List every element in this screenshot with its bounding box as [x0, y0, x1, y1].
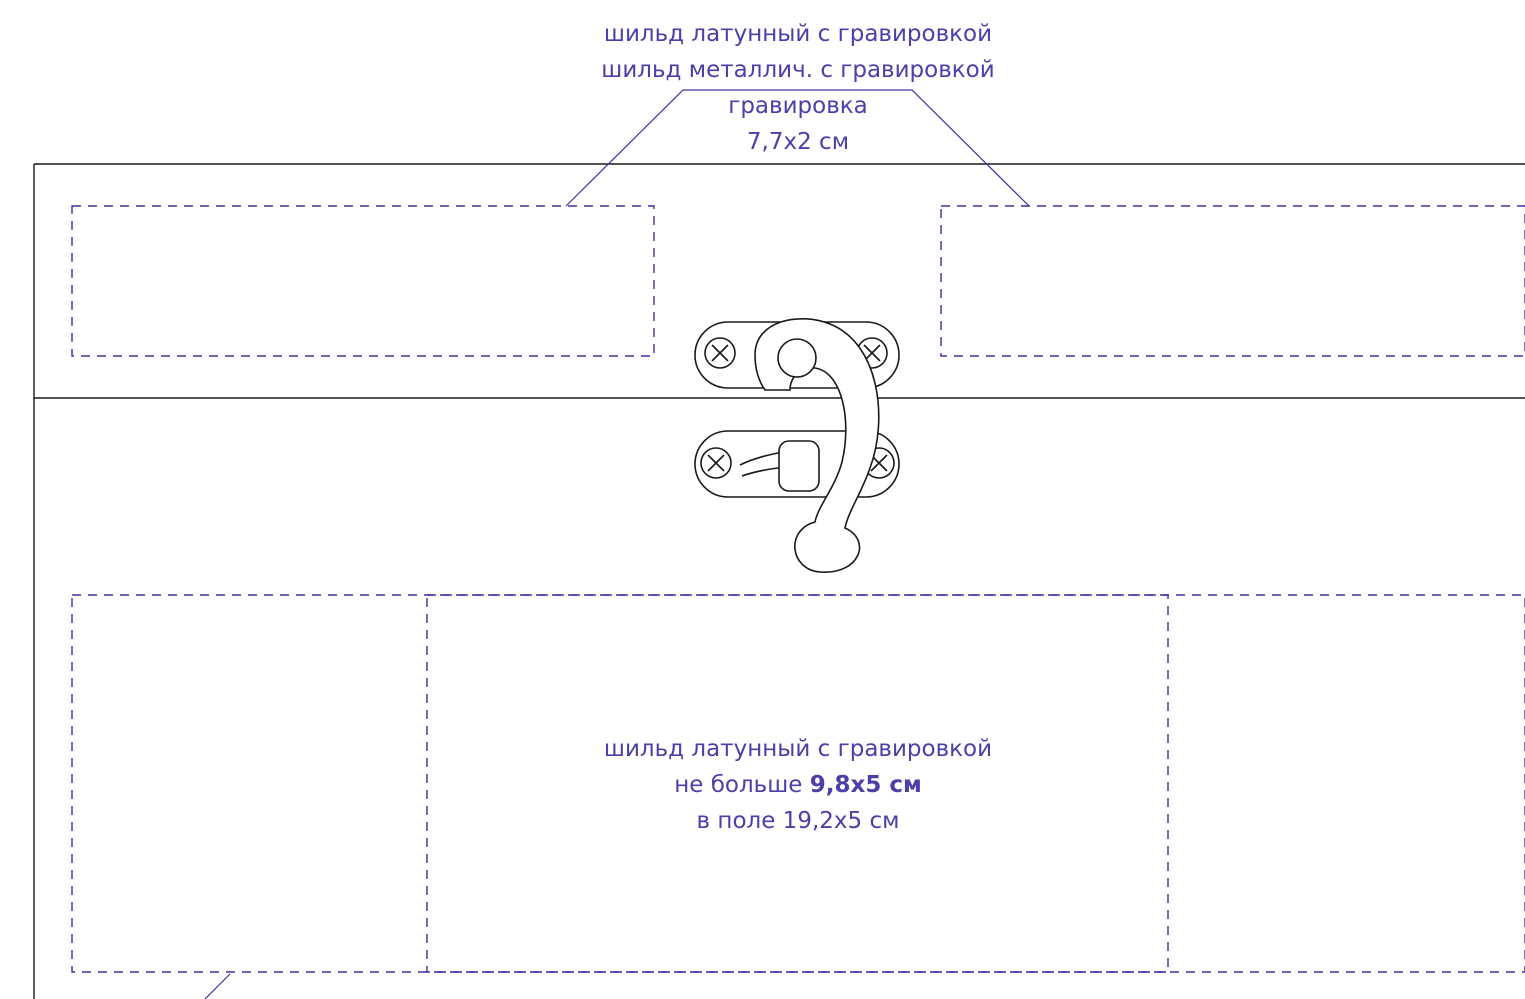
- plate-zone-top-right: [940, 205, 1525, 357]
- top-plate-annotation: шильд латунный с гравировкой шильд метал…: [601, 21, 994, 155]
- center-label-line-2: не больше 9,8х5 см: [674, 772, 922, 798]
- top-label-line-2: шильд металлич. с гравировкой: [601, 57, 994, 83]
- center-label-line-1: шильд латунный с гравировкой: [604, 736, 992, 762]
- plate-zone-center: [426, 594, 1169, 973]
- leader-line-left: [565, 89, 1030, 207]
- center-plate-annotation: шильд латунный с гравировкой не больше 9…: [604, 736, 992, 834]
- top-label-line-1: шильд латунный с гравировкой: [604, 21, 992, 47]
- top-label-line-3: гравировка: [728, 93, 868, 119]
- top-label-size: 7,7х2 см: [747, 129, 849, 155]
- leader-line-bottom: [204, 973, 231, 999]
- plate-zone-top-left: [71, 205, 655, 357]
- center-label-max-size: 9,8х5 см: [810, 772, 922, 798]
- center-label-field-size: в поле 19,2х5 см: [697, 808, 900, 834]
- center-label-prefix: не больше: [674, 772, 810, 798]
- latch-icon: [694, 317, 900, 573]
